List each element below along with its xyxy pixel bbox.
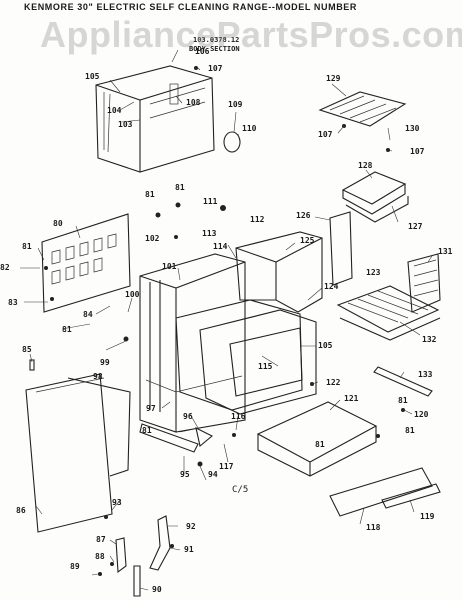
main-frame-101 xyxy=(139,253,246,433)
part-label-120: 120 xyxy=(414,410,429,419)
page-code: C/5 xyxy=(232,485,249,495)
model-number: 103.0378.12 xyxy=(193,36,240,44)
diagram-title: KENMORE 30" ELECTRIC SELF CLEANING RANGE… xyxy=(24,2,358,12)
part-label-98: 98 xyxy=(93,372,103,381)
oven-rack-123 xyxy=(336,285,441,341)
part-label-109: 109 xyxy=(228,100,243,109)
part-label-107-c: 107 xyxy=(410,147,425,156)
part-label-112: 112 xyxy=(250,215,265,224)
part-label-91: 91 xyxy=(184,545,194,554)
rack-131 xyxy=(407,253,441,313)
part-label-116: 116 xyxy=(231,412,246,421)
part-label-131: 131 xyxy=(438,247,453,256)
part-label-82: 82 xyxy=(0,263,10,272)
part-label-110: 110 xyxy=(242,124,257,133)
leader-lines xyxy=(20,49,433,591)
part-label-108: 108 xyxy=(186,98,201,107)
side-panel-126 xyxy=(329,211,353,286)
part-label-117: 117 xyxy=(219,462,234,471)
pin-85 xyxy=(29,359,35,371)
part-label-84: 84 xyxy=(83,310,93,319)
part-label-105: 105 xyxy=(85,72,100,81)
part-label-86: 86 xyxy=(16,506,26,515)
part-label-106: 106 xyxy=(195,47,210,56)
part-label-101: 101 xyxy=(162,262,177,271)
part-label-93: 93 xyxy=(112,498,122,507)
part-label-133: 133 xyxy=(418,370,433,379)
part-label-121: 121 xyxy=(344,394,359,403)
part-label-95: 95 xyxy=(180,470,190,479)
drawer-front-118 xyxy=(329,467,441,517)
part-label-122: 122 xyxy=(326,378,341,387)
oven-liner-125 xyxy=(235,231,323,313)
broiler-pan-128 xyxy=(341,171,409,223)
part-label-81-h: 81 xyxy=(405,426,415,435)
part-label-81-c: 81 xyxy=(22,242,32,251)
part-label-88: 88 xyxy=(95,552,105,561)
heating-element-129 xyxy=(318,91,407,127)
part-label-94: 94 xyxy=(208,470,218,479)
drawer-121 xyxy=(256,401,378,477)
part-label-81-f: 81 xyxy=(142,426,152,435)
part-label-89: 89 xyxy=(70,562,80,571)
part-label-87: 87 xyxy=(96,535,106,544)
hinge-92 xyxy=(149,515,171,571)
back-panel-80 xyxy=(41,213,131,313)
part-label-124: 124 xyxy=(324,282,339,291)
part-label-115: 115 xyxy=(258,362,273,371)
hinge-arm-90 xyxy=(133,565,141,597)
part-label-128: 128 xyxy=(358,161,373,170)
oven-cavity-124 xyxy=(175,299,317,415)
part-label-125: 125 xyxy=(300,236,315,245)
part-label-130: 130 xyxy=(405,124,420,133)
bracket-95 xyxy=(139,423,199,453)
rail-133 xyxy=(373,366,433,397)
part-label-99: 99 xyxy=(100,358,110,367)
part-label-104: 104 xyxy=(107,106,122,115)
part-label-119: 119 xyxy=(420,512,435,521)
part-label-92: 92 xyxy=(186,522,196,531)
part-label-123: 123 xyxy=(366,268,381,277)
part-label-81-b: 81 xyxy=(145,190,155,199)
part-label-100: 100 xyxy=(125,290,140,299)
part-label-113: 113 xyxy=(202,229,217,238)
part-label-102: 102 xyxy=(145,234,160,243)
body-frame-105 xyxy=(95,65,215,173)
section-title: BODY SECTION xyxy=(189,45,240,53)
part-label-105-b: 105 xyxy=(318,341,333,350)
part-label-81-e: 81 xyxy=(398,396,408,405)
gasket-ring-109 xyxy=(223,131,241,153)
part-label-126: 126 xyxy=(296,211,311,220)
part-label-132: 132 xyxy=(422,335,437,344)
part-label-81-d: 81 xyxy=(62,325,72,334)
part-label-83: 83 xyxy=(8,298,18,307)
hinge-87 xyxy=(115,537,127,574)
part-label-96: 96 xyxy=(183,412,193,421)
part-label-85: 85 xyxy=(22,345,32,354)
part-label-127: 127 xyxy=(408,222,423,231)
part-label-103: 103 xyxy=(118,120,133,129)
door-panel-98 xyxy=(25,373,131,533)
part-label-129: 129 xyxy=(326,74,341,83)
part-label-81-a: 81 xyxy=(175,183,185,192)
triangle-96 xyxy=(195,426,213,448)
part-label-111: 111 xyxy=(203,197,218,206)
part-label-118: 118 xyxy=(366,523,381,532)
part-label-80: 80 xyxy=(53,219,63,228)
part-label-114: 114 xyxy=(213,242,228,251)
part-label-107: 107 xyxy=(208,64,223,73)
part-label-107-b: 107 xyxy=(318,130,333,139)
part-label-90: 90 xyxy=(152,585,162,594)
part-label-81-g: 81 xyxy=(315,440,325,449)
part-label-97: 97 xyxy=(146,404,156,413)
